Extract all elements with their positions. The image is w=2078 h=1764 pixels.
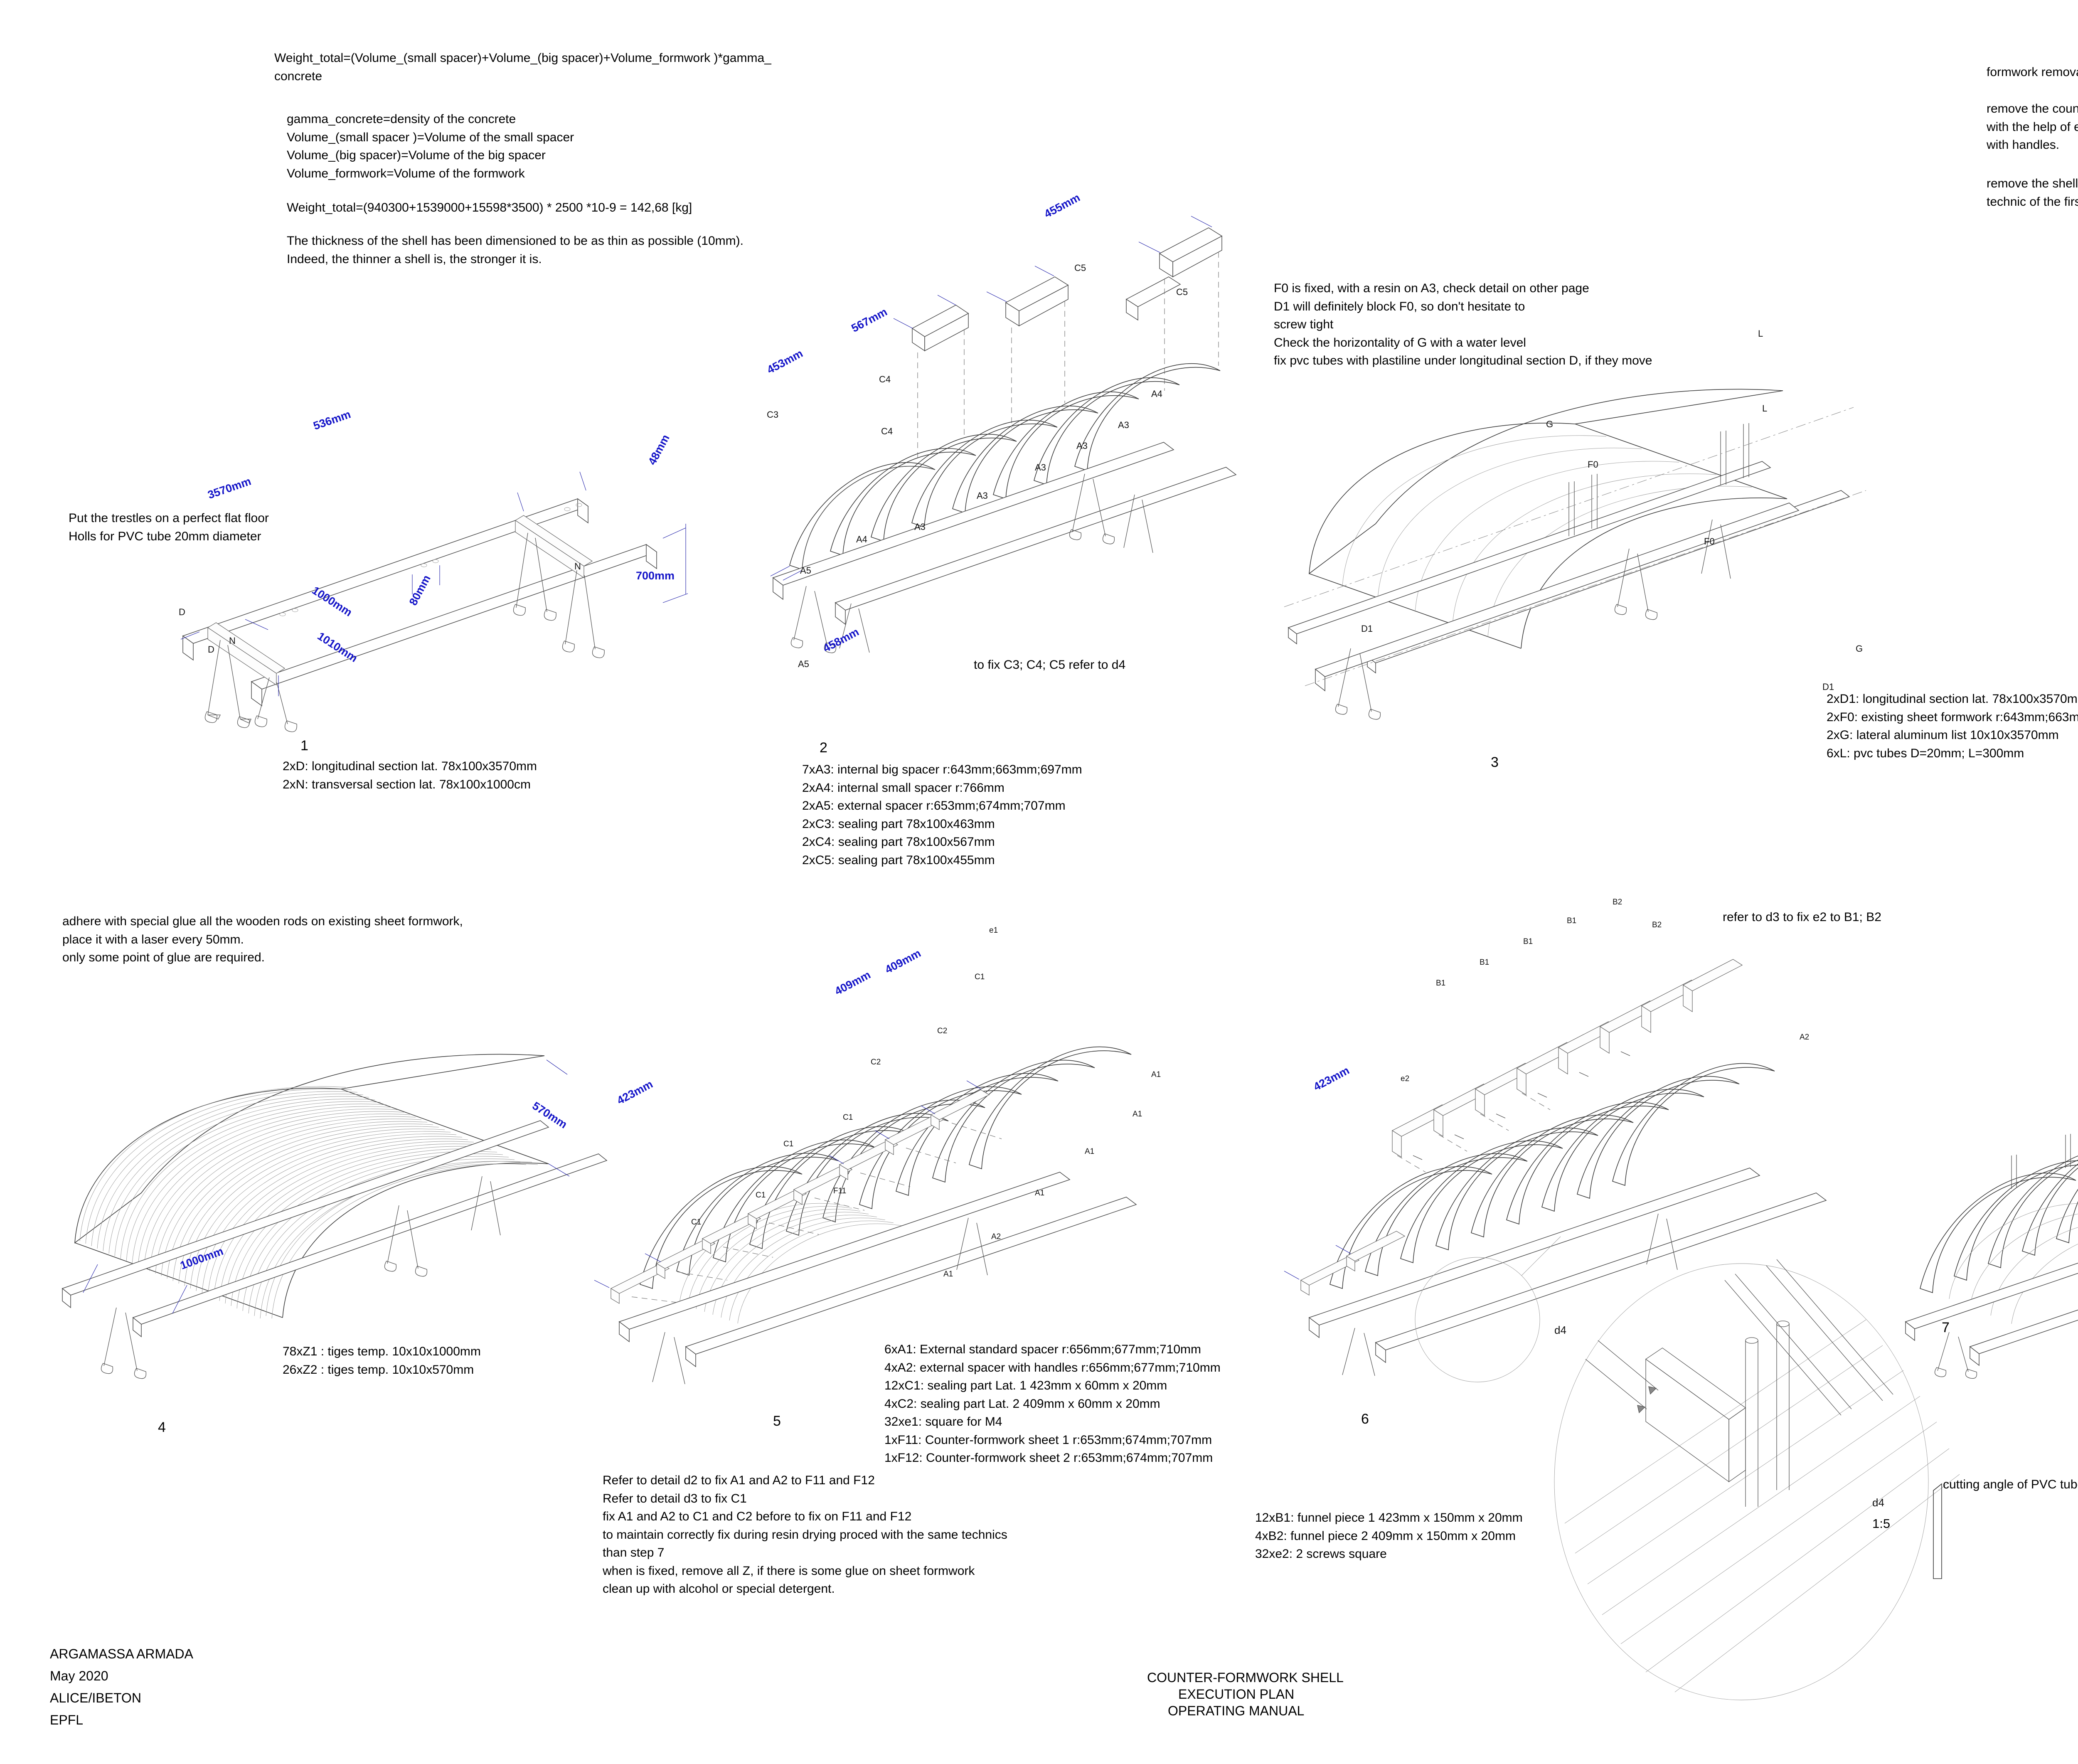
formwork-removal-title: formwork removal <box>1987 65 2078 79</box>
panel-3-drawing <box>1272 341 1895 720</box>
p6-part-label-A2: A2 <box>1800 1033 1810 1042</box>
p6-part-label-B1a: B1 <box>1436 979 1446 988</box>
p5-part-label-A1a: A1 <box>1151 1070 1161 1079</box>
p2-part-label-A4a: A4 <box>1151 389 1162 399</box>
p6-part-label-B1c: B1 <box>1523 937 1533 946</box>
p3-part-label-La: L <box>1758 328 1763 339</box>
panel-5-drawing <box>594 865 1209 1385</box>
formwork-removal-note-1: remove the counter-formwork with the hel… <box>1987 102 2078 152</box>
detail-d4-title: d4 <box>1872 1496 1884 1509</box>
p5-part-label-C1e: C1 <box>691 1218 702 1227</box>
p2-part-label-C3: C3 <box>767 409 779 420</box>
p2-part-label-A3d: A3 <box>977 490 988 501</box>
panel-5-instructions: Refer to detail d2 to fix A1 and A2 to F… <box>603 1473 1007 1596</box>
p5-part-label-e1: e1 <box>989 926 998 935</box>
p6-part-label-B2a: B2 <box>1613 898 1623 907</box>
panel-2-drawing <box>740 204 1272 657</box>
panel-1-drawing <box>158 387 748 732</box>
formula-definitions-note: gamma_concrete=density of the concrete V… <box>287 112 574 180</box>
p2-part-label-A5b: A5 <box>798 659 809 669</box>
p1-part-label-N1: N <box>229 636 236 646</box>
detail-d4-small-label: d4 <box>1554 1324 1566 1336</box>
p2-part-label-A3b: A3 <box>1076 441 1088 451</box>
p2-part-label-C5b: C5 <box>1176 287 1188 297</box>
p3-part-label-F0b: F0 <box>1704 536 1715 547</box>
p5-part-label-C1d: C1 <box>756 1191 766 1200</box>
p2-part-label-C4a: C4 <box>879 374 891 384</box>
sheet-title-line-1: COUNTER-FORMWORK SHELL <box>1147 1670 1344 1685</box>
p5-part-label-A1e: A1 <box>943 1270 953 1279</box>
p5-part-label-A1d: A1 <box>1035 1189 1045 1197</box>
panel-4-number: 4 <box>158 1419 166 1435</box>
p6-part-label-B1d: B1 <box>1567 916 1577 925</box>
pvc-cut-angle-note: cutting angle of PVC tube 61⁰ <box>1943 1478 2078 1491</box>
footer-lab: ALICE/IBETON <box>50 1690 141 1705</box>
p2-part-label-C5a: C5 <box>1074 263 1086 273</box>
panel-5-number: 5 <box>773 1413 781 1429</box>
panel-1-number: 1 <box>300 738 308 754</box>
p3-part-label-D1b: D1 <box>1822 682 1834 692</box>
panel-2-legend: 7xA3: internal big spacer r:643mm;663mm;… <box>802 763 1082 867</box>
p5-part-label-A1c: A1 <box>1085 1147 1095 1156</box>
p5-part-label-C1a: C1 <box>975 973 985 981</box>
p6-part-label-B2b: B2 <box>1652 921 1662 929</box>
p5-part-label-C2a: C2 <box>937 1027 948 1035</box>
p5-part-label-C1b: C1 <box>843 1113 853 1122</box>
panel-6-drawing <box>1284 865 1870 1376</box>
p2-part-label-A5a: A5 <box>800 565 811 576</box>
refer-d3-e2-note: refer to d3 to fix e2 to B1; B2 <box>1723 910 1881 924</box>
p6-part-label-e2: e2 <box>1401 1074 1410 1083</box>
glue-note: adhere with special glue all the wooden … <box>62 914 463 964</box>
p2-part-label-A4b: A4 <box>856 534 867 544</box>
footer-school: EPFL <box>50 1712 84 1727</box>
fix-c345-note: to fix C3; C4; C5 refer to d4 <box>974 658 1126 672</box>
sheet-title-line-2: EXECUTION PLAN <box>1178 1687 1295 1702</box>
weight-formula-note: Weight_total=(Volume_(small spacer)+Volu… <box>274 51 771 83</box>
panel-6-number: 6 <box>1361 1411 1369 1427</box>
p3-part-label-Lb: L <box>1762 403 1768 414</box>
p5-part-label-A1b: A1 <box>1133 1110 1142 1119</box>
panel-5-legend: 6xA1: External standard spacer r:656mm;6… <box>884 1343 1221 1465</box>
p3-part-label-F0a: F0 <box>1588 459 1598 470</box>
p2-part-label-C4b: C4 <box>881 426 893 436</box>
p5-part-label-A2: A2 <box>991 1232 1001 1241</box>
p1-part-label-N2: N <box>574 561 581 572</box>
panel-6-legend: 12xB1: funnel piece 1 423mm x 150mm x 20… <box>1255 1511 1523 1561</box>
p5-part-label-C1c: C1 <box>783 1140 794 1148</box>
panel-3-legend: 2xD1: longitudinal section lat. 78x100x3… <box>1827 692 2078 760</box>
detail-d4-drawing <box>1550 1257 1999 1710</box>
panel-4-legend: 78xZ1 : tiges temp. 10x10x1000mm 26xZ2 :… <box>283 1345 481 1377</box>
p2-part-label-A3e: A3 <box>914 522 926 532</box>
shell-thickness-note: The thickness of the shell has been dime… <box>287 234 744 266</box>
p6-part-label-B1b: B1 <box>1480 958 1490 967</box>
p2-part-label-A3c: A3 <box>1035 462 1046 473</box>
p5-part-label-C2b: C2 <box>871 1058 881 1067</box>
weight-result-note: Weight_total=(940300+1539000+15598*3500)… <box>287 201 692 214</box>
sheet-title-line-3: OPERATING MANUAL <box>1168 1703 1305 1718</box>
p1-dim-700: 700mm <box>636 569 675 582</box>
p1-part-label-D: D <box>208 644 214 655</box>
pvc-cut-angle-drawing <box>1928 1471 1966 1588</box>
panel-1-legend: 2xD: longitudinal section lat. 78x100x35… <box>283 759 537 791</box>
panel-3-note: F0 is fixed, with a resin on A3, check d… <box>1274 281 1652 367</box>
detail-d4-callout-circle <box>1411 1236 1561 1386</box>
p1-part-label-D2: D <box>179 607 185 617</box>
footer-project-title: ARGAMASSA ARMADA <box>50 1646 193 1661</box>
p5-part-label-F11: F11 <box>833 1187 847 1195</box>
p3-part-label-Gb: G <box>1856 643 1863 654</box>
panel-2-number: 2 <box>820 740 827 756</box>
footer-date: May 2020 <box>50 1668 108 1683</box>
p3-part-label-D1a: D1 <box>1361 623 1373 634</box>
p2-part-label-A3a: A3 <box>1118 420 1129 430</box>
trestles-note: Put the trestles on a perfect flat floor… <box>69 511 269 543</box>
panel-7-number: 7 <box>1942 1320 1950 1335</box>
detail-d4-scale: 1:5 <box>1872 1516 1891 1531</box>
panel-4-drawing <box>50 1010 608 1380</box>
p3-part-label-Ga: G <box>1546 419 1554 429</box>
panel-3-number: 3 <box>1491 754 1499 770</box>
formwork-removal-note-2: remove the shell with the same technic o… <box>1987 177 2078 209</box>
panel-7-drawing <box>1887 948 2078 1379</box>
